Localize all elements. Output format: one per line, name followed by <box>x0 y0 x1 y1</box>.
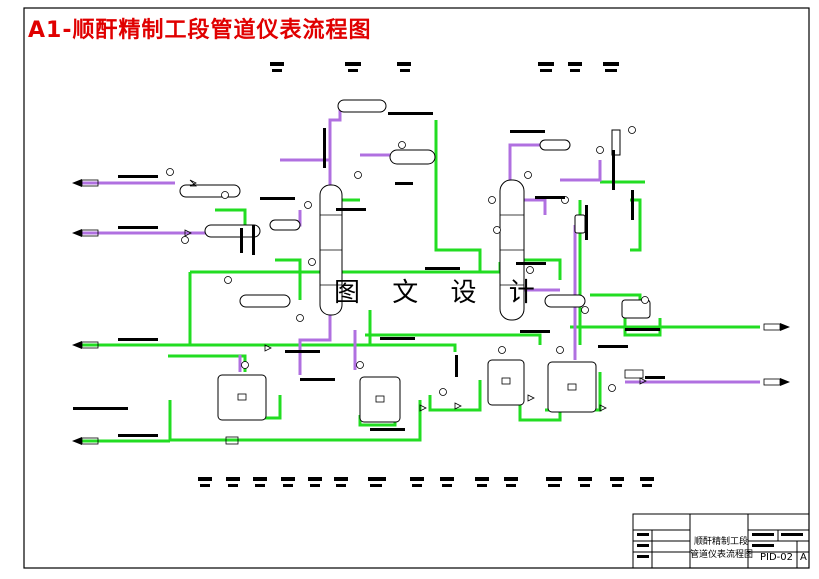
condenser-left-top <box>337 99 387 113</box>
vessel-v4 <box>547 361 597 413</box>
drawing-title: A1-顺酐精制工段管道仪表流程图 <box>28 18 372 43</box>
vessel-v2 <box>359 376 401 423</box>
purple-reboiler-link <box>520 198 547 215</box>
line-v2-left <box>168 400 422 442</box>
arrow-boxes <box>81 179 781 445</box>
inlet-arrow-233 <box>72 229 82 237</box>
line-left-exchanger-loop <box>275 258 302 300</box>
tag-marks <box>198 62 654 487</box>
valves <box>184 179 647 445</box>
purple-v3-feed <box>298 310 332 375</box>
line-connector-upper-right <box>520 258 562 280</box>
line-main-345 <box>80 343 457 352</box>
inlet-arrow-345 <box>72 341 82 349</box>
line-center-vertical <box>434 120 482 272</box>
title-block-drawing-name-line2: 管道仪表流程图 <box>690 550 754 560</box>
title-block-drawing-name-line1: 顺酐精制工段 <box>694 537 749 547</box>
line-left-small-branch <box>215 208 247 230</box>
tank-right-small <box>621 299 651 319</box>
arrows <box>72 179 790 445</box>
title-block <box>632 513 810 569</box>
vessel-v3 <box>487 359 525 406</box>
inlet-arrow-183 <box>72 179 82 187</box>
title-block-drawing-number: PID-02 <box>760 552 794 563</box>
inlet-arrow-441 <box>72 437 82 445</box>
purple-right-overhead <box>508 143 540 190</box>
vessel-markers <box>237 214 577 403</box>
exchanger-left-upper <box>269 219 301 231</box>
exchanger-top-mid <box>389 149 436 165</box>
filter-top-right <box>611 129 621 156</box>
watermark: 图 文 设 计 <box>334 278 547 308</box>
drawing-border <box>23 7 810 569</box>
instrument-bubbles <box>166 126 649 396</box>
purple-process-lines <box>80 106 760 384</box>
title-block-revision: A <box>800 552 807 563</box>
purple-right-top <box>560 160 602 182</box>
vertical-line-number-marks <box>240 128 634 377</box>
exchanger-left-3 <box>239 294 291 308</box>
line-right-pump <box>623 305 662 337</box>
purple-overhead-1 <box>328 106 370 185</box>
exchanger-left-2 <box>204 224 261 238</box>
vessel-v1 <box>217 374 267 421</box>
line-main-335 <box>365 333 542 345</box>
exchanger-left-1 <box>179 184 241 198</box>
line-center-loop <box>428 380 482 412</box>
exchanger-right-top <box>539 139 571 151</box>
line-right-drop <box>630 198 642 252</box>
title-block-marks <box>637 533 803 558</box>
line-number-marks <box>73 112 665 437</box>
exchanger-right-mid <box>544 294 586 308</box>
line-v1-feed <box>168 354 247 372</box>
vessel-mid-small <box>574 214 586 234</box>
outlet-arrow-327 <box>780 323 790 331</box>
outlet-arrow-382 <box>780 378 790 386</box>
